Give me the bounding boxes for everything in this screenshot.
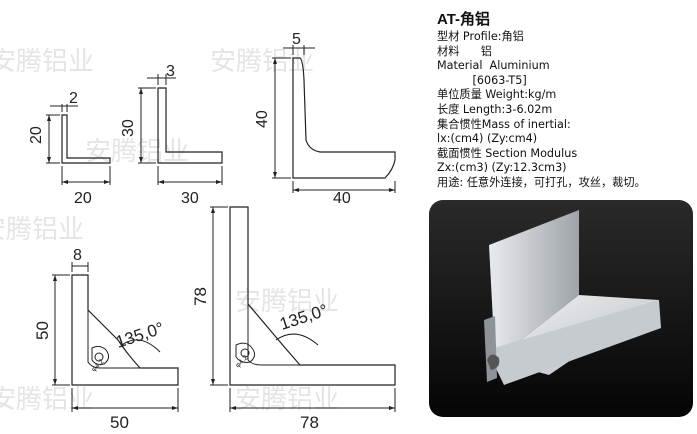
spec-line-weight: 单位质量 Weight:kg/m (437, 88, 557, 102)
dim-p50-width: 50 (110, 413, 129, 432)
profile-wall (489, 210, 579, 360)
spec-title: AT-角铝 (437, 11, 491, 28)
spec-line-material: Material Aluminium (437, 59, 550, 73)
watermark-text: 安腾铝业 (0, 47, 94, 77)
profile-20x20 (46, 104, 111, 185)
arrowhead (139, 88, 143, 94)
arrowhead (53, 379, 57, 385)
dim-p30-height: 30 (120, 119, 137, 137)
spec-line-section-modulus: 截面惯性 Section Modulus (437, 146, 578, 160)
product-photo (429, 200, 693, 417)
spec-line-material-cn: 材料 铝 (437, 44, 492, 58)
bore-circle (240, 348, 250, 358)
dim-p20-height: 20 (28, 126, 45, 144)
spec-line-inertia: 集合惯性Mass of inertial: (437, 117, 571, 131)
profile-outline (71, 274, 179, 386)
profile-base (487, 300, 661, 385)
angle-arc (275, 333, 319, 346)
arrowhead (273, 172, 277, 178)
arrowhead (216, 180, 222, 184)
arrowhead (273, 58, 277, 64)
arrowhead (211, 379, 215, 385)
profile-outline (61, 114, 111, 164)
bore-slot (91, 345, 110, 365)
profile-outline (229, 206, 396, 386)
watermark-text: 安腾铝业 (0, 385, 94, 415)
spec-line-usage: 用途: 任意外连接，可打孔，攻丝，裁切。 (437, 175, 646, 189)
dim-p78-width: 78 (300, 413, 319, 432)
arrowhead (389, 188, 395, 192)
watermark-text: 安腾铝业 (235, 385, 339, 415)
spec-block: AT-角铝 型材 Profile:角铝 材料 铝 Material Alumin… (437, 10, 692, 191)
watermark-text: 安腾铝业 (235, 287, 339, 317)
arrowhead (47, 157, 51, 163)
dim-p20-width: 20 (74, 190, 92, 207)
dim-p50-height: 50 (33, 321, 52, 340)
arrowhead (72, 406, 78, 410)
spec-line-alloy: [6063-T5] (437, 73, 527, 87)
angle-label-p50: 135,0° (113, 318, 166, 351)
inner-rib (87, 310, 140, 369)
spec-line-modulus-values: Zx:(cm3) (Zy:12.3cm3) (437, 161, 567, 175)
dim-p40-height: 40 (254, 110, 271, 128)
angle-arc (121, 339, 161, 353)
dim-p78-height: 78 (191, 287, 210, 306)
arrowhead (47, 115, 51, 121)
arrowhead (389, 406, 395, 410)
aluminium-render (429, 200, 693, 417)
arrowhead (104, 180, 110, 184)
arrowheads (47, 58, 395, 410)
arrowhead (158, 180, 164, 184)
bore-slot (235, 342, 256, 363)
arrowhead (172, 406, 178, 410)
dim-p50-flange: 8 (73, 247, 82, 264)
spec-line-inertia-values: lx:(cm4) (Zy:cm4) (437, 132, 538, 146)
arrowhead (139, 157, 143, 163)
bore-circle (94, 352, 104, 362)
arrowhead (293, 188, 299, 192)
dim-p20-thickness: 2 (69, 90, 78, 107)
arrowhead (230, 406, 236, 410)
watermark-text: 安腾铝业 (210, 47, 314, 77)
profile-slot (487, 354, 500, 370)
profile-outline (292, 57, 396, 179)
profile-30x30 (138, 74, 223, 185)
watermark-text: 安腾铝业 (0, 215, 84, 245)
profile-outline (157, 87, 223, 164)
arrowhead (53, 275, 57, 281)
dim-p40-thickness: 5 (292, 31, 301, 48)
spec-line-length: 长度 Length:3-6.02m (437, 102, 553, 116)
arrowhead (62, 180, 68, 184)
dim-p30-width: 30 (181, 190, 199, 207)
arrowhead (211, 207, 215, 213)
dim-p30-thickness: 3 (166, 63, 175, 80)
inner-rib (247, 304, 300, 366)
watermark-layer: 安腾铝业 安腾铝业 安腾铝业 安腾铝业 安腾铝业 安腾铝业 安腾铝业 (0, 47, 339, 415)
dim-p40-width: 40 (333, 190, 351, 207)
profile-40x40 (272, 45, 396, 193)
spec-line-profile: 型材 Profile:角铝 (437, 30, 524, 43)
